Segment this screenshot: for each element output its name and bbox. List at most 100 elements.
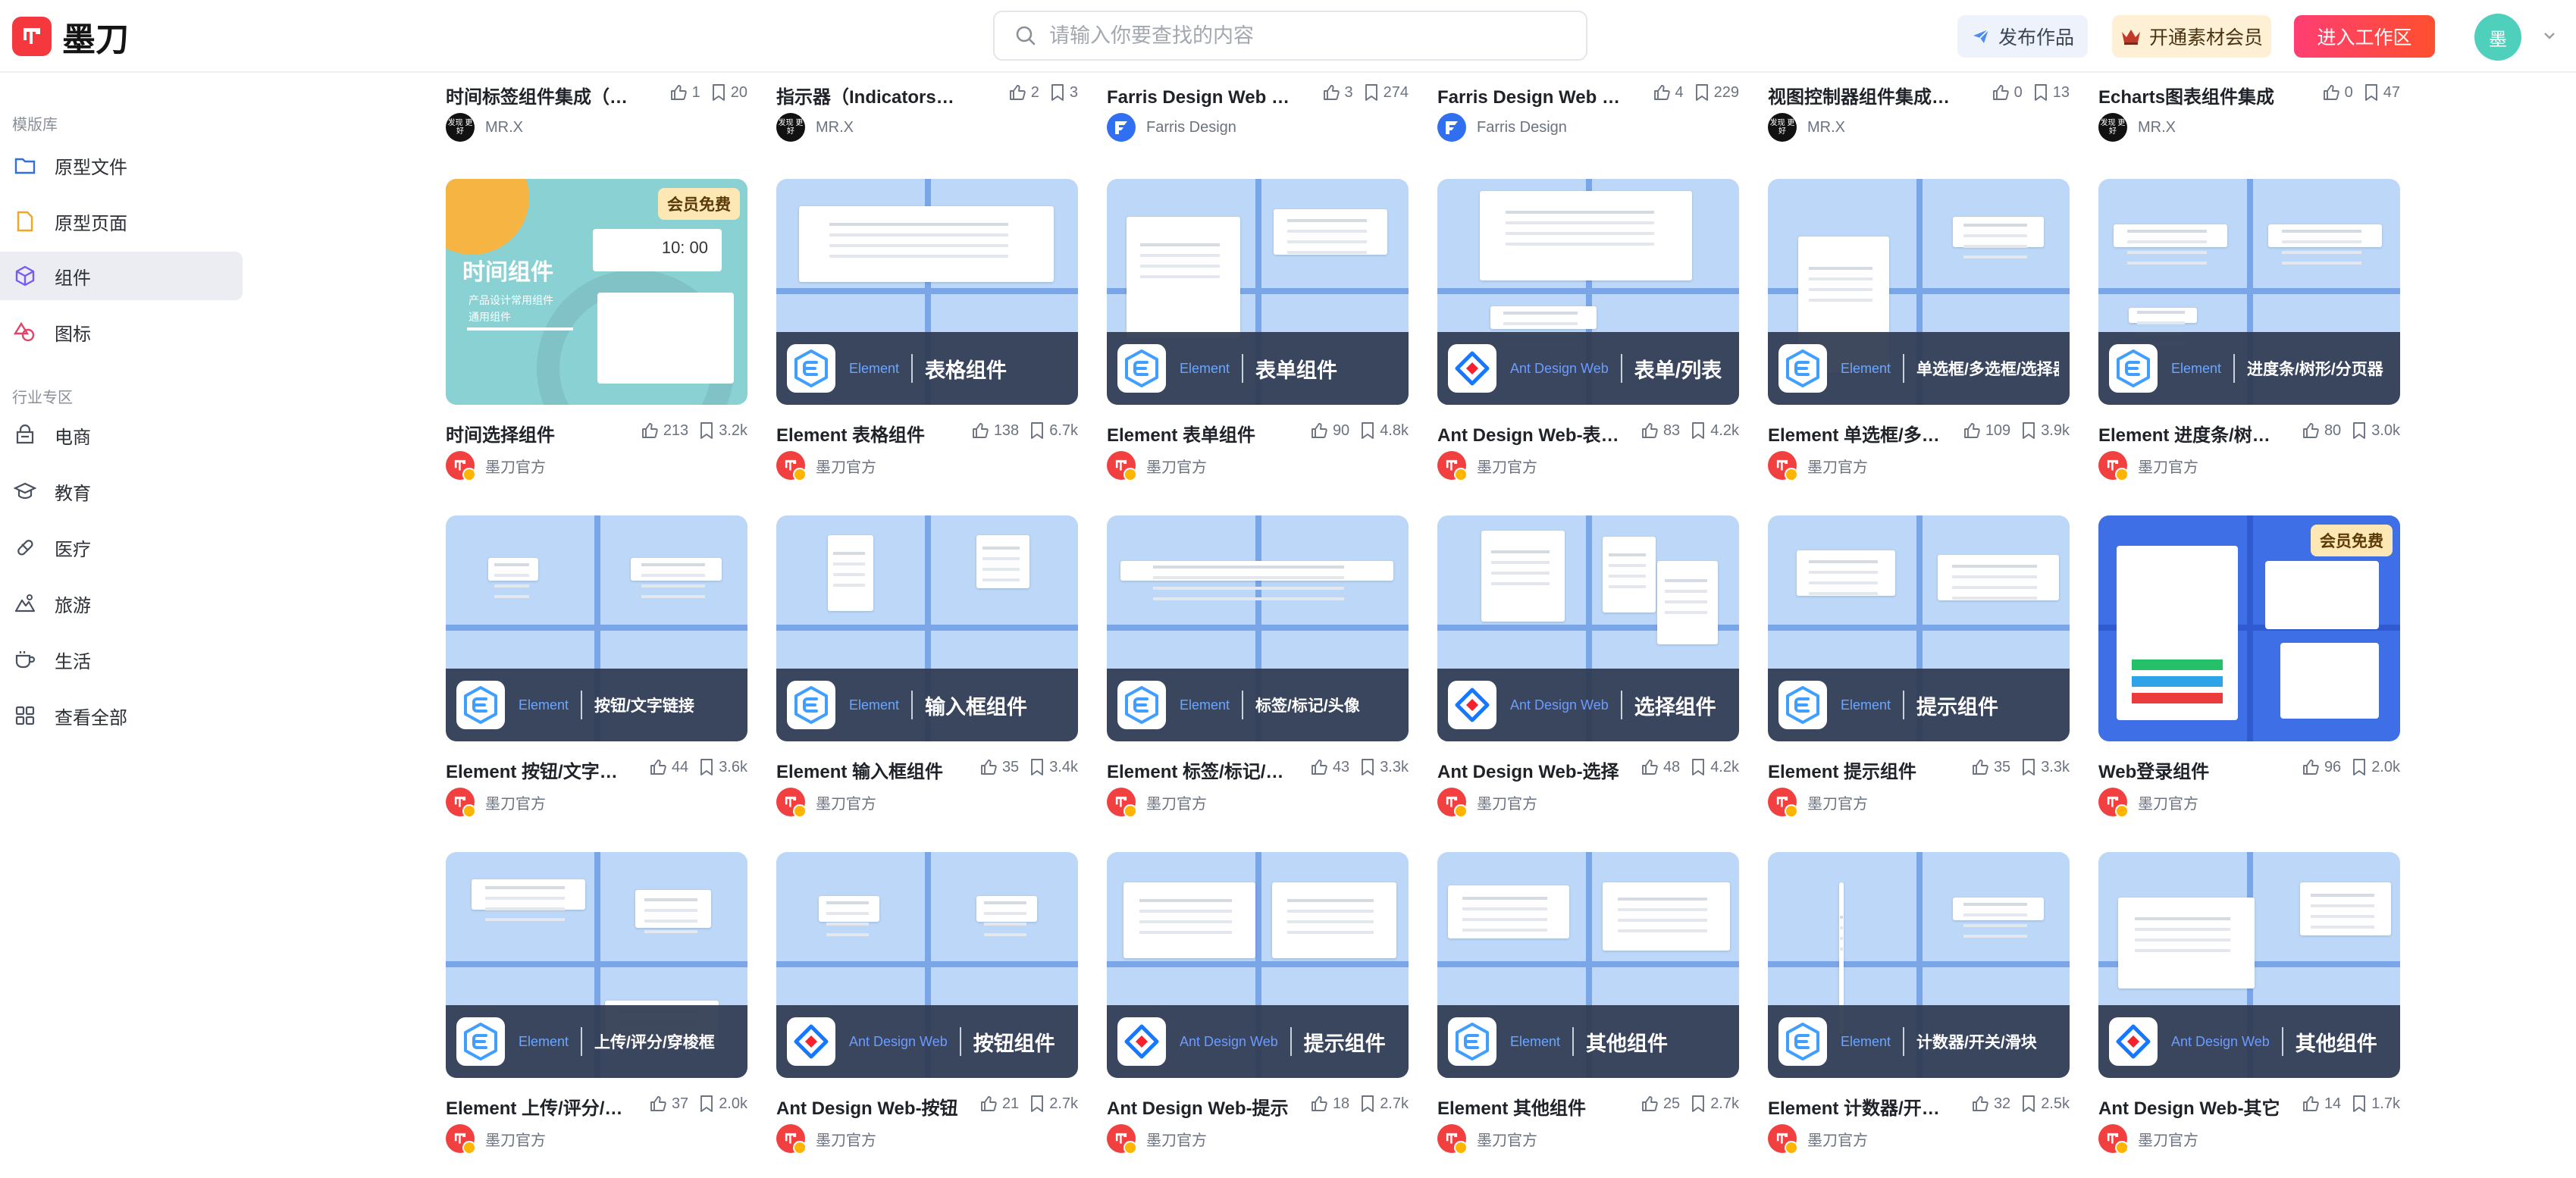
enter-workspace-button[interactable]: 进入工作区 [2294,15,2435,58]
card-author[interactable]: 墨刀官方 [2098,450,2400,481]
publish-button[interactable]: 发布作品 [1957,15,2088,58]
author-avatar[interactable] [2098,1124,2129,1155]
card-author[interactable]: 墨刀官方 [1768,1123,2070,1155]
card-author[interactable]: 墨刀官方 [1437,450,1739,481]
author-avatar[interactable] [1437,1124,1468,1155]
logo[interactable]: 墨刀 [12,15,129,58]
card-author[interactable]: 墨刀官方 [1107,450,1409,481]
author-avatar[interactable] [2098,788,2129,818]
author-avatar[interactable]: 发现 更好 [776,113,805,142]
card-author[interactable]: 墨刀官方 [776,787,1078,818]
card-author[interactable]: 墨刀官方 [1768,787,2070,818]
author-avatar[interactable]: 发现 更好 [446,113,475,142]
template-card[interactable]: Farris Design Web 组件库3274Farris Design [1107,73,1409,149]
chevron-down-icon[interactable] [2541,27,2558,44]
author-avatar[interactable] [776,451,807,481]
search-input[interactable] [1049,23,1534,48]
author-avatar[interactable] [446,451,476,481]
card-author[interactable]: 墨刀官方 [446,1123,747,1155]
card-author[interactable]: Farris Design [1107,112,1409,143]
card-author[interactable]: 墨刀官方 [446,787,747,818]
author-avatar[interactable] [1437,113,1466,142]
sidebar-item-travel[interactable]: 旅游 [0,579,243,628]
author-avatar[interactable] [1107,788,1137,818]
sidebar-item-education[interactable]: 教育 [0,467,243,515]
author-avatar[interactable] [1768,1124,1798,1155]
card-author[interactable]: 墨刀官方 [776,450,1078,481]
author-avatar[interactable]: 发现 更好 [1768,113,1797,142]
author-avatar[interactable] [1768,451,1798,481]
card-author[interactable]: 墨刀官方 [2098,1123,2400,1155]
author-avatar[interactable] [776,788,807,818]
author-avatar[interactable] [1107,1124,1137,1155]
card-author[interactable]: 墨刀官方 [1107,1123,1409,1155]
sidebar-item-view-all[interactable]: 查看全部 [0,691,243,740]
search-box[interactable] [993,11,1587,61]
user-avatar[interactable]: 墨 [2474,14,2521,61]
author-avatar[interactable] [446,1124,476,1155]
sidebar-item-icons[interactable]: 图标 [0,308,243,356]
card-author[interactable]: 墨刀官方 [1107,787,1409,818]
author-avatar[interactable] [2098,451,2129,481]
author-avatar[interactable] [1768,788,1798,818]
card-author[interactable]: 墨刀官方 [776,1123,1078,1155]
sidebar-item-prototype-files[interactable]: 原型文件 [0,141,243,190]
card-author[interactable]: 墨刀官方 [1437,1123,1739,1155]
sidebar-item-components[interactable]: 组件 [0,252,243,300]
card-author[interactable]: 墨刀官方 [1437,787,1739,818]
author-avatar[interactable] [1437,788,1468,818]
sidebar-item-prototype-pages[interactable]: 原型页面 [0,197,243,246]
sidebar-item-medical[interactable]: 医疗 [0,523,243,572]
author-avatar[interactable] [1437,451,1468,481]
author-avatar[interactable]: 发现 更好 [2098,113,2127,142]
author-avatar[interactable] [776,1124,807,1155]
author-avatar[interactable] [1107,113,1136,142]
sidebar-item-ecommerce[interactable]: 电商 [0,411,243,459]
author-avatar[interactable] [1107,451,1137,481]
template-card[interactable]: Farris Design Web 组件库4229Farris Design [1437,73,1739,149]
card-author[interactable]: 墨刀官方 [446,450,747,481]
card-author[interactable]: 墨刀官方 [2098,787,2400,818]
sidebar-item-life[interactable]: 生活 [0,635,243,684]
vip-button[interactable]: 开通素材会员 [2112,15,2271,58]
